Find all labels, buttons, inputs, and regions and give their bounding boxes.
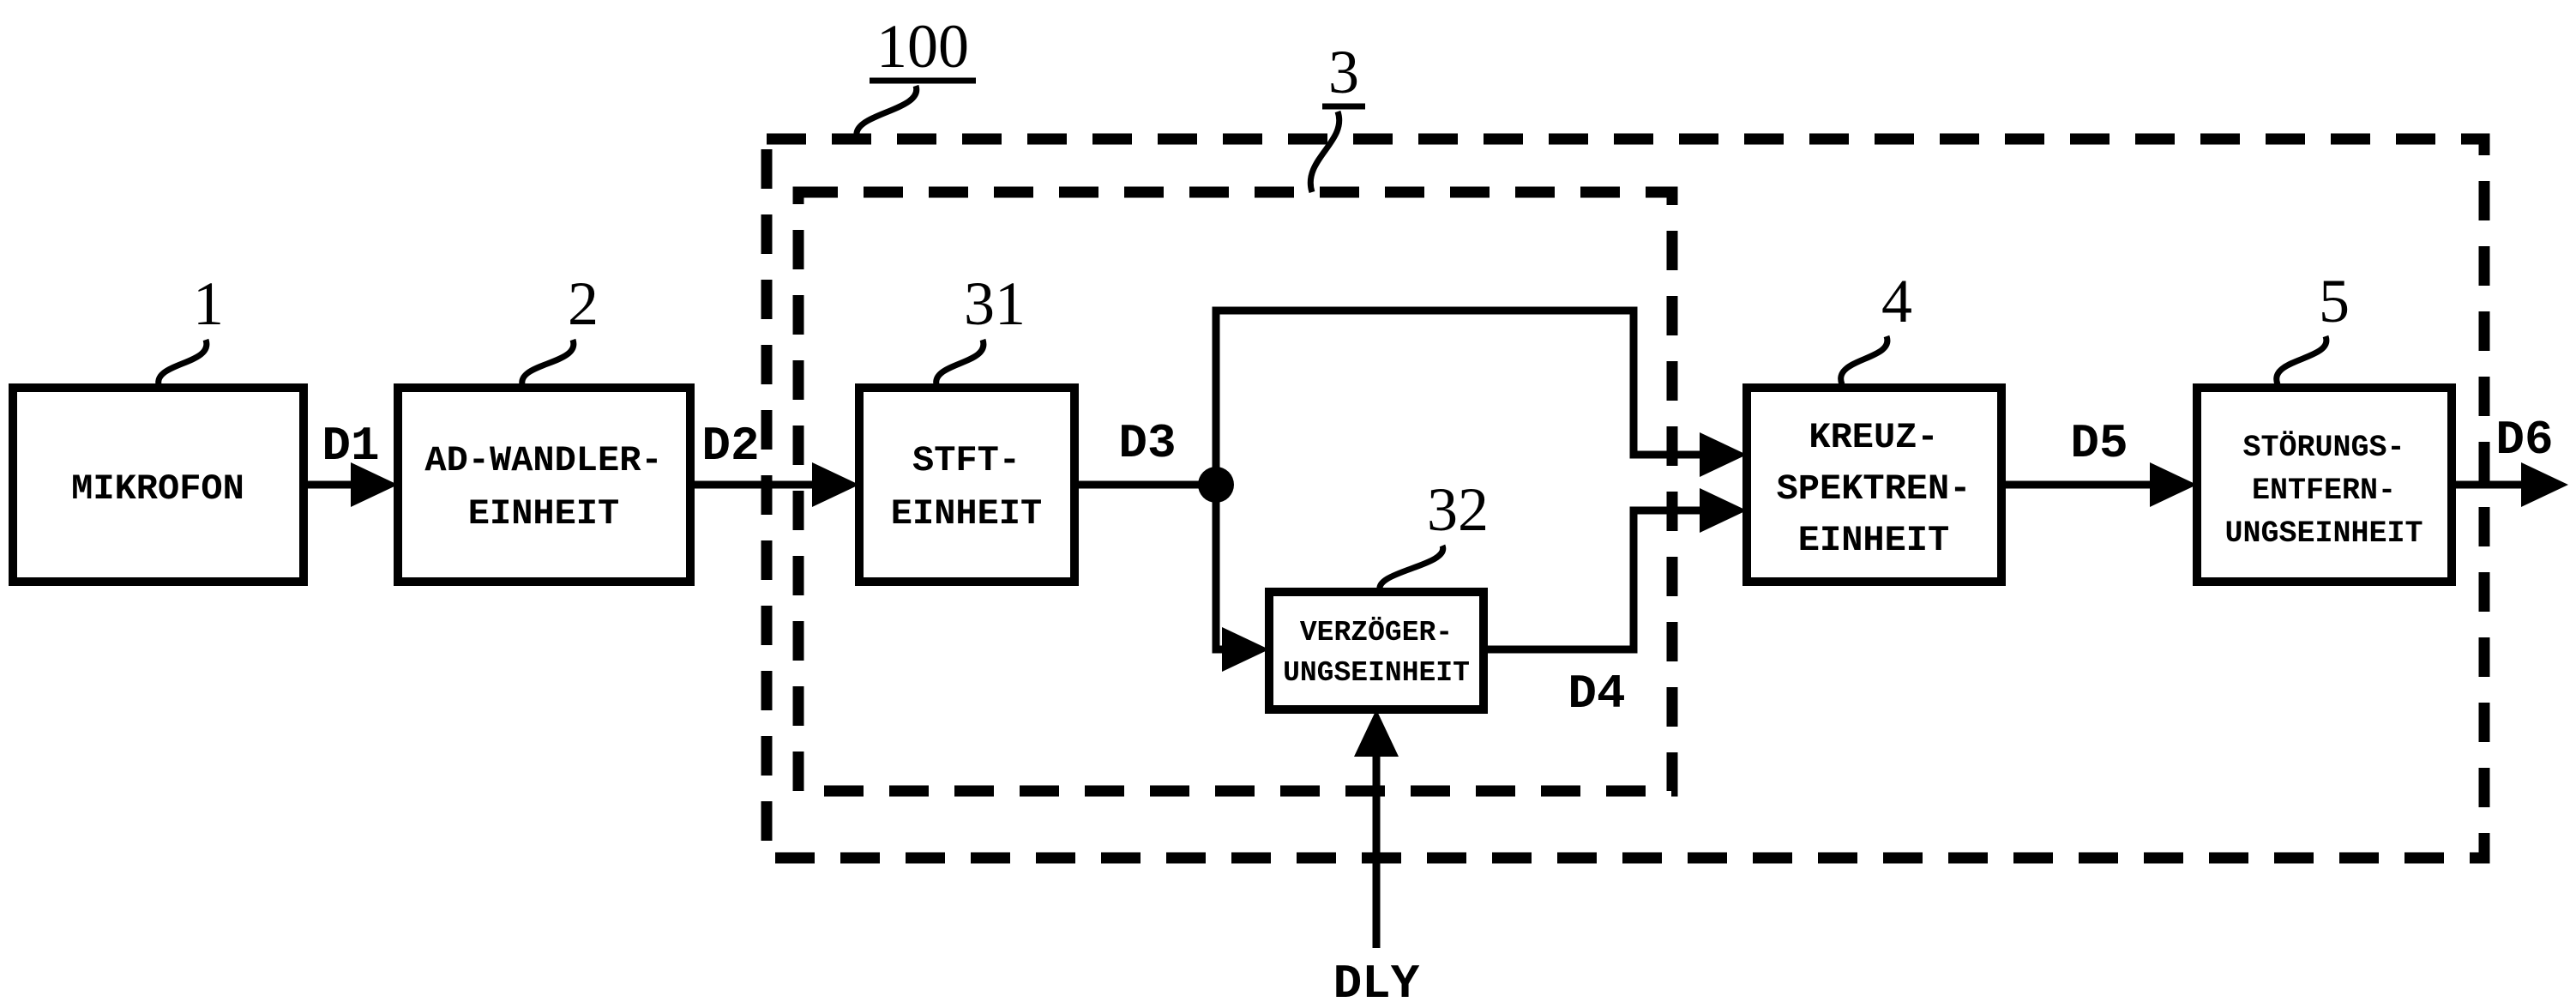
block-stoerung [2193,383,2456,586]
block-stft-label-line1: STFT- [912,440,1020,481]
ref-100: 100 [876,12,969,81]
leader-ref-32 [1376,544,1447,594]
signal-label-d5: D5 [2070,416,2128,471]
block-adwandler-label-line2: EINHEIT [468,493,619,534]
block-mikrofon-label: MIKROFON [71,468,244,510]
arrowhead-d2 [812,462,859,507]
block-stoerung-label-line3: UNGSEINHEIT [2224,516,2423,551]
outer-dashed-boundary-100 [761,133,2490,864]
block-stft-label-line2: EINHEIT [891,493,1042,534]
ref-32: 32 [1427,475,1489,544]
ref-5: 5 [2319,267,2350,335]
block-delay-label-line2: UNGSEINHEIT [1283,657,1470,689]
block-adwandler [394,383,695,586]
signal-label-d1: D1 [322,419,379,474]
leader-ref-31 [933,338,987,389]
block-kreuz-label-line1: KREUZ- [1809,417,1938,458]
arrowhead-d5 [2150,462,2197,507]
signal-label-d2: D2 [701,419,759,474]
arrowhead-dly-input [1354,709,1399,757]
block-kreuz-label-line3: EINHEIT [1798,520,1949,561]
block-stft [855,383,1079,586]
ref-4: 4 [1881,267,1912,335]
signal-label-d3: D3 [1118,416,1176,471]
block-delay [1265,588,1488,714]
signal-label-d4: D4 [1568,667,1625,721]
ref-31: 31 [964,269,1026,338]
arrowhead-kreuz-input-bottom [1700,488,1747,533]
block-adwandler-label-line1: AD-WANDLER- [424,440,662,481]
arrowhead-d6-output [2521,462,2568,507]
leader-ref-5 [2273,335,2330,386]
wire-branch-top [1212,306,1702,485]
block-stoerung-label-line2: ENTFERN- [2252,474,2396,508]
arrowhead-d1 [351,462,398,507]
leader-ref-3 [1307,110,1343,194]
arrowhead-delay-input [1222,627,1269,672]
inner-dashed-boundary-3 [792,186,1678,797]
leader-ref-2 [519,338,577,389]
ref-3: 3 [1328,38,1359,106]
block-stoerung-label-line1: STÖRUNGS- [2242,431,2404,465]
block-delay-label-line1: VERZÖGER- [1300,616,1453,649]
signal-label-d6: D6 [2495,413,2553,468]
leader-ref-4 [1838,335,1891,386]
block-kreuz [1742,383,2006,586]
wire-d4-to-kreuz [1484,506,1702,654]
ref-1: 1 [193,269,224,338]
arrowhead-kreuz-input-top [1700,432,1747,477]
junction-dot-d3 [1198,467,1234,503]
ref-2: 2 [568,269,599,338]
leader-ref-1 [155,338,210,389]
wire-branch-to-delay [1212,485,1225,654]
signal-label-dly: DLY [1333,957,1420,1002]
block-kreuz-label-line2: SPEKTREN- [1777,468,1971,510]
leader-ref-100 [853,84,920,141]
